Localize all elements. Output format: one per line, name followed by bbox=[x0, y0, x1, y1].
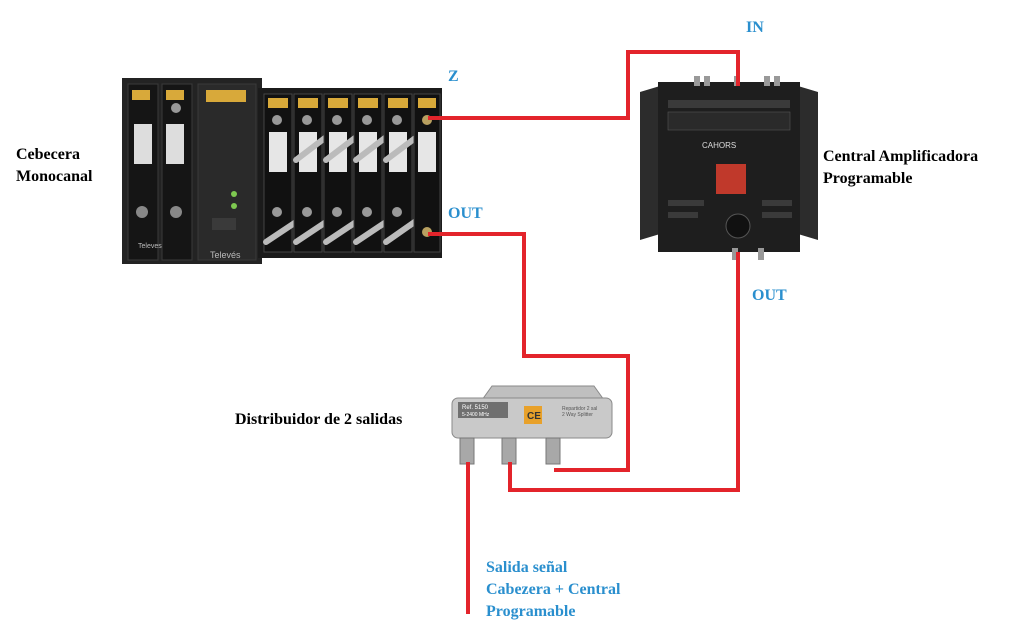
channel-module bbox=[293, 93, 341, 253]
cable-head-out-to-splitter bbox=[428, 232, 630, 472]
port-out-central-label: OUT bbox=[752, 287, 787, 304]
cable-central-out-to-splitter bbox=[508, 252, 740, 492]
ce-mark bbox=[524, 406, 542, 424]
port-out-head-label: OUT bbox=[448, 205, 483, 222]
salida-label-line1: Salida señal bbox=[486, 559, 568, 576]
head-brand-left: Televes bbox=[138, 243, 162, 250]
splitter-name1: Repartidor 2 sal bbox=[562, 406, 597, 412]
splitter-freq: 5-2400 MHz bbox=[462, 412, 490, 418]
salida-label: Salida señal Cabezera + Central Programa… bbox=[486, 557, 620, 623]
channel-module bbox=[263, 93, 311, 253]
salida-label-line2: Cabezera + Central bbox=[486, 581, 621, 598]
cabecera-label: Cebecera Monocanal bbox=[16, 144, 92, 188]
splitter-ref: Ref. 5150 bbox=[462, 405, 489, 411]
cabecera-device: Televes Televés bbox=[122, 78, 442, 264]
splitter-ce: CE bbox=[527, 411, 541, 422]
head-control-modules: Televes Televés bbox=[127, 83, 257, 261]
amp-display bbox=[716, 164, 746, 194]
cabecera-label-line2: Monocanal bbox=[16, 168, 93, 185]
channel-module bbox=[413, 93, 441, 253]
port-z-label: Z bbox=[448, 68, 459, 85]
splitter-connectors bbox=[459, 437, 561, 465]
cabecera-label-line1: Cebecera bbox=[16, 146, 80, 163]
port-in-label: IN bbox=[746, 19, 764, 36]
central-label-line1: Central Amplificadora bbox=[823, 148, 979, 165]
central-label-line2: Programable bbox=[823, 170, 913, 187]
channel-modules bbox=[263, 93, 441, 253]
amp-brand: CAHORS bbox=[702, 141, 736, 150]
channel-module bbox=[353, 93, 401, 253]
distribuidor-label: Distribuidor de 2 salidas bbox=[235, 411, 403, 428]
splitter-name2: 2 Way Splitter bbox=[562, 412, 593, 418]
salida-label-line3: Programable bbox=[486, 603, 576, 620]
head-brand-center: Televés bbox=[210, 250, 241, 260]
amp-knob bbox=[725, 213, 751, 239]
central-amplifier-device: CAHORS bbox=[640, 76, 818, 260]
cables bbox=[428, 50, 740, 614]
cable-z-to-in bbox=[428, 50, 740, 120]
central-label: Central Amplificadora Programable bbox=[823, 146, 978, 190]
channel-module bbox=[323, 93, 371, 253]
splitter-device: Ref. 5150 5-2400 MHz CE Repartidor 2 sal… bbox=[451, 385, 613, 465]
